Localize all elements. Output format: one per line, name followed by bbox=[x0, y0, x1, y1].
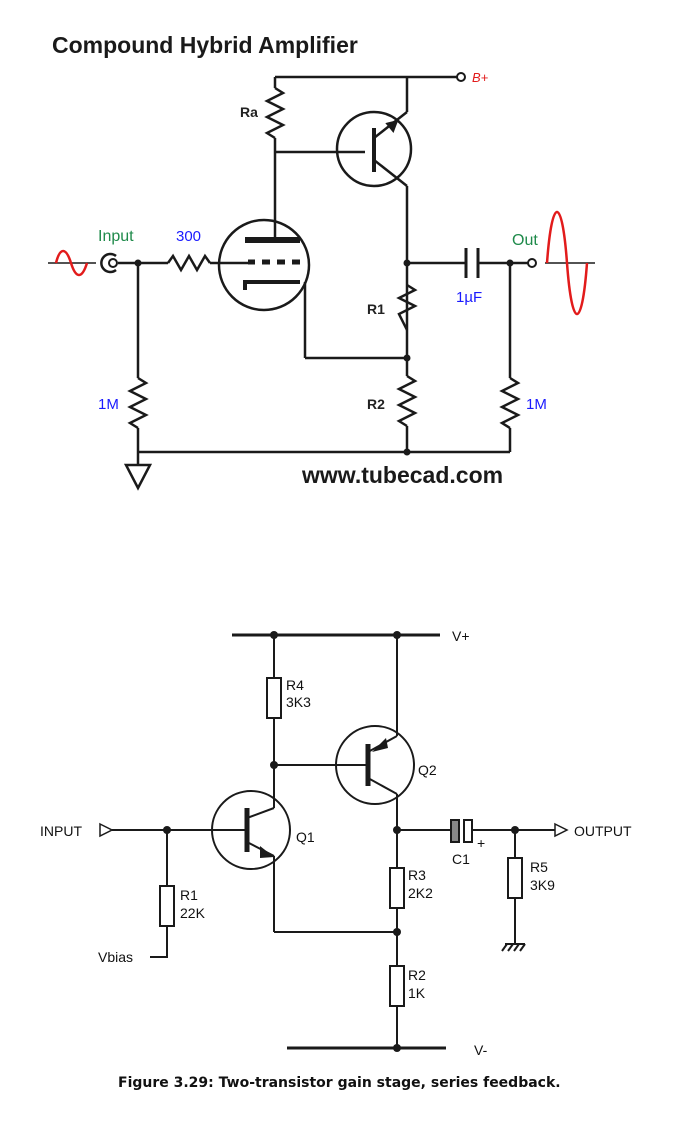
r3-value: 2K2 bbox=[408, 885, 433, 901]
pnp-transistor-top bbox=[335, 110, 413, 188]
r3-resistor bbox=[389, 867, 405, 909]
vminus-label: V- bbox=[474, 1042, 488, 1058]
r1m-left-resistor bbox=[127, 376, 149, 430]
emitter-arrow bbox=[385, 119, 399, 133]
ground-symbol-top bbox=[123, 463, 153, 491]
c1-plus-label: + bbox=[477, 835, 485, 851]
r2-resistor-top bbox=[396, 374, 418, 428]
q2-emitter-arrow bbox=[372, 738, 388, 752]
r1m-right-label: 1M bbox=[526, 396, 547, 413]
q2-transistor bbox=[335, 725, 415, 805]
r2-resistor bbox=[389, 965, 405, 1007]
c1-capacitor-neg bbox=[450, 819, 460, 843]
junction-dot bbox=[134, 259, 142, 267]
figure-caption: Figure 3.29: Two-transistor gain stage, … bbox=[118, 1075, 561, 1091]
input-jack bbox=[108, 258, 118, 268]
junction-dot bbox=[403, 354, 411, 362]
r1-resistor bbox=[159, 885, 175, 927]
r2-label-bottom: R2 bbox=[408, 967, 426, 983]
r5-value: 3K9 bbox=[530, 877, 555, 893]
r1m-right-resistor bbox=[499, 376, 521, 430]
junction-dot bbox=[511, 826, 519, 834]
output-arrow bbox=[554, 822, 569, 838]
output-terminal bbox=[527, 258, 537, 268]
b-plus-label: B+ bbox=[472, 70, 489, 85]
two-transistor-schematic bbox=[112, 633, 555, 1050]
r1-label: R1 bbox=[367, 301, 385, 317]
junction-dot bbox=[163, 826, 171, 834]
r1-label-bottom: R1 bbox=[180, 887, 198, 903]
c1-capacitor-pos bbox=[463, 819, 473, 843]
q1-emitter-arrow bbox=[260, 846, 274, 858]
input-label-bottom: INPUT bbox=[40, 823, 82, 839]
junction-dot bbox=[403, 448, 411, 456]
r4-resistor bbox=[266, 677, 282, 719]
vplus-label: V+ bbox=[452, 628, 470, 644]
compound-hybrid-schematic bbox=[100, 75, 528, 491]
r5-label: R5 bbox=[530, 859, 548, 875]
junction-dot bbox=[393, 1044, 401, 1052]
r2-label: R2 bbox=[367, 396, 385, 412]
r1m-left-label: 1M bbox=[98, 396, 119, 413]
b-plus-terminal bbox=[456, 72, 466, 82]
junction-dot bbox=[506, 259, 514, 267]
output-label: OUTPUT bbox=[574, 823, 632, 839]
output-sine-wave bbox=[545, 211, 589, 315]
r1-resistor-top bbox=[396, 283, 418, 331]
q1-label: Q1 bbox=[296, 829, 315, 845]
r4-value: 3K3 bbox=[286, 694, 311, 710]
c1-label: C1 bbox=[452, 851, 470, 867]
junction-dot bbox=[393, 928, 401, 936]
diagram-title: Compound Hybrid Amplifier bbox=[52, 32, 358, 58]
junction-dot bbox=[270, 631, 278, 639]
junction-dot bbox=[270, 761, 278, 769]
r300-resistor bbox=[166, 253, 212, 273]
junction-dot bbox=[393, 826, 401, 834]
vbias-label: Vbias bbox=[98, 949, 133, 965]
q2-label: Q2 bbox=[418, 762, 437, 778]
r3-label: R3 bbox=[408, 867, 426, 883]
r1-value: 22K bbox=[180, 905, 206, 921]
r2-value: 1K bbox=[408, 985, 426, 1001]
website-url: www.tubecad.com bbox=[301, 462, 503, 488]
ra-label: Ra bbox=[240, 104, 258, 120]
out-label: Out bbox=[512, 232, 538, 249]
junction-dot bbox=[403, 259, 411, 267]
r5-resistor bbox=[507, 857, 523, 899]
ra-resistor bbox=[264, 86, 286, 140]
junction-dot bbox=[393, 631, 401, 639]
input-sine-wave bbox=[54, 249, 89, 277]
r4-label: R4 bbox=[286, 677, 304, 693]
r300-label: 300 bbox=[176, 228, 201, 245]
capacitor-label: 1µF bbox=[456, 289, 482, 306]
input-arrow bbox=[99, 822, 114, 838]
input-label: Input bbox=[98, 228, 134, 245]
triode-tube bbox=[217, 218, 311, 312]
